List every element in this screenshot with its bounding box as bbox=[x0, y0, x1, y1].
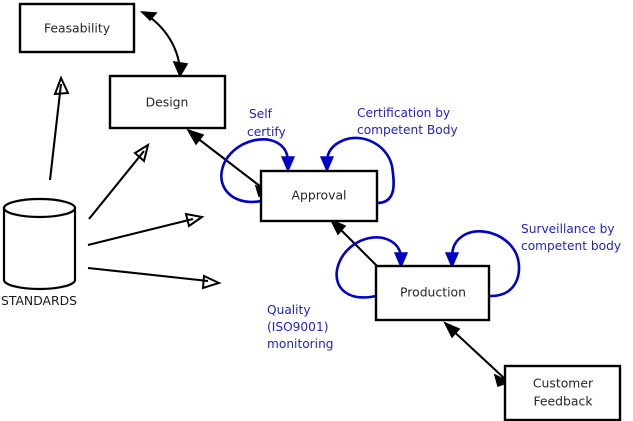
node-design-box[interactable] bbox=[108, 74, 227, 130]
loop-approval-self-certify-path bbox=[220, 138, 290, 204]
arrowhead-loop-certification bbox=[319, 156, 335, 173]
loop-approval-certification-path bbox=[325, 136, 395, 205]
node-approval-box[interactable] bbox=[259, 169, 379, 223]
node-customer-feedback-label-line1: Customer bbox=[533, 376, 594, 391]
annotation-self-certify: Self certify bbox=[247, 107, 286, 139]
annotation-surveillance-by-competent-body: Surveillance by competent body bbox=[521, 222, 621, 253]
arrowhead-standards-production bbox=[201, 274, 222, 290]
arrowhead-loop-self-certify bbox=[280, 156, 296, 173]
arrowhead-to-feasability bbox=[139, 11, 158, 22]
edge-standards-production-line bbox=[87, 266, 209, 283]
node-production[interactable]: Production bbox=[374, 264, 491, 322]
node-feasability-box[interactable] bbox=[18, 2, 136, 54]
edge-standards-approval-line bbox=[87, 217, 194, 247]
edge-standards-design-line bbox=[88, 150, 145, 220]
loop-production-quality-path bbox=[335, 236, 403, 299]
annotation-certification-by-competent-body: Certification by competent Body bbox=[357, 106, 458, 137]
annotation-quality-line3: monitoring bbox=[267, 337, 334, 351]
arrowhead-to-design-2 bbox=[186, 128, 205, 146]
edge-standards-feasability bbox=[48, 75, 70, 181]
node-customer-feedback-box[interactable] bbox=[503, 364, 622, 421]
arrowhead-loop-surveillance bbox=[444, 252, 460, 269]
edge-standards-production bbox=[87, 266, 222, 290]
edge-design-approval bbox=[186, 128, 273, 197]
arrowhead-loop-quality bbox=[393, 252, 409, 269]
edge-standards-approval bbox=[87, 212, 205, 247]
loop-production-quality bbox=[335, 236, 409, 299]
node-standards-label: STANDARDS bbox=[1, 293, 77, 308]
edge-production-customer-feedback-line bbox=[448, 326, 505, 379]
node-customer-feedback[interactable]: Customer Feedback bbox=[503, 364, 622, 421]
loop-approval-self-certify bbox=[220, 138, 296, 204]
annotation-certification-line1: Certification by bbox=[357, 106, 450, 120]
node-feasability[interactable]: Feasability bbox=[18, 2, 136, 54]
node-customer-feedback-label-line2: Feedback bbox=[533, 394, 593, 409]
edge-production-customer-feedback bbox=[443, 321, 512, 388]
annotation-surveillance-line2: competent body bbox=[521, 239, 621, 253]
node-feasability-label: Feasability bbox=[44, 21, 110, 36]
edge-standards-feasability-line bbox=[48, 83, 63, 181]
node-standards[interactable]: STANDARDS bbox=[1, 197, 77, 308]
loop-production-surveillance-path bbox=[450, 229, 521, 298]
loop-approval-certification bbox=[319, 136, 395, 205]
node-design[interactable]: Design bbox=[108, 74, 227, 130]
annotation-self-certify-line1: Self bbox=[249, 107, 273, 121]
annotation-surveillance-line1: Surveillance by bbox=[521, 222, 615, 236]
node-approval-label: Approval bbox=[292, 188, 347, 203]
loop-production-surveillance bbox=[444, 229, 521, 298]
node-production-box[interactable] bbox=[374, 264, 491, 322]
node-design-label: Design bbox=[146, 95, 189, 110]
annotation-quality-iso9001-monitoring: Quality (ISO9001) monitoring bbox=[267, 303, 334, 351]
arrowhead-standards-feasability bbox=[53, 75, 70, 96]
arrowhead-to-approval-2 bbox=[329, 218, 347, 236]
annotation-quality-line1: Quality bbox=[267, 303, 311, 317]
edge-feasability-design bbox=[139, 11, 189, 78]
edge-design-approval-line bbox=[191, 133, 266, 191]
arrowhead-standards-design bbox=[133, 142, 150, 163]
arrowhead-standards-approval bbox=[184, 212, 205, 228]
node-production-label: Production bbox=[400, 285, 466, 300]
standards-cylinder-body[interactable] bbox=[2, 206, 77, 291]
arrowhead-to-design bbox=[172, 60, 189, 78]
edge-standards-design bbox=[88, 142, 150, 220]
annotation-quality-line2: (ISO9001) bbox=[267, 320, 328, 334]
node-approval[interactable]: Approval bbox=[259, 169, 379, 223]
arrowhead-to-production-2 bbox=[443, 321, 461, 339]
annotation-self-certify-line2: certify bbox=[247, 125, 286, 139]
standards-cylinder-top bbox=[2, 197, 77, 219]
annotation-certification-line2: competent Body bbox=[357, 123, 458, 137]
